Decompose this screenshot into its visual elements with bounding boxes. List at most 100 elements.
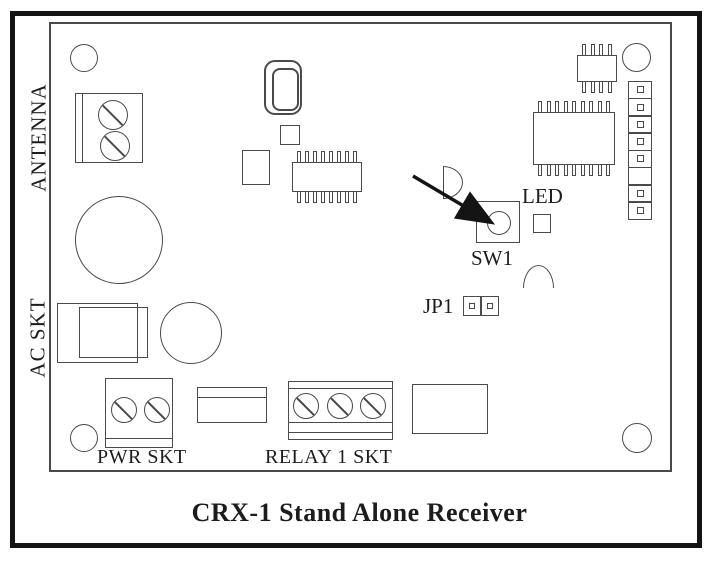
component-pad-small [280, 125, 300, 145]
ic-pin [607, 44, 612, 55]
connector-cell [480, 296, 499, 316]
ic-right [533, 101, 615, 176]
ic-small-pins-top [577, 44, 617, 55]
ic-pin [555, 101, 559, 112]
ac-socket-outer [57, 303, 138, 363]
crystal-inner-outline [272, 68, 299, 111]
ic-pin [582, 82, 586, 93]
ic-pin [305, 192, 309, 203]
ic-center-pins-bottom [292, 192, 362, 203]
large-component-circle [75, 196, 163, 284]
connector-cell [628, 166, 652, 186]
ic-pin [329, 192, 333, 203]
connector-pin-dot [636, 155, 644, 163]
mounting-hole-top-left [70, 44, 98, 72]
mounting-hole-bottom-left [70, 424, 98, 452]
mounting-hole-bottom-right [622, 423, 652, 453]
ic-center [292, 151, 362, 203]
ac-socket-inner [79, 307, 148, 358]
connector-cell [628, 97, 652, 117]
pwr-screw-left [111, 397, 137, 423]
ic-pin [563, 101, 568, 112]
connector-pin-dot [469, 303, 475, 309]
ic-pin [329, 151, 333, 162]
ic-pin [353, 151, 357, 162]
relay-socket-line-top [289, 388, 392, 389]
ic-pin [597, 101, 602, 112]
pwr-socket-block [105, 378, 173, 448]
connector-pin-dot [636, 120, 644, 128]
ac-skt-label: AC SKT [25, 297, 50, 378]
connector-pin-dot [636, 138, 644, 146]
antenna-screw-bottom [100, 131, 130, 161]
relay-screw-2 [327, 393, 353, 419]
ic-pin [597, 165, 602, 176]
pwr-socket-line [106, 438, 172, 439]
ic-center-pins-top [292, 151, 362, 162]
connector-pin-dot [636, 103, 644, 111]
antenna-screw-top [98, 100, 128, 130]
ic-pin [297, 151, 301, 162]
ic-small-body [577, 55, 617, 82]
antenna-label: ANTENNA [26, 83, 51, 192]
connector-pin-dot [636, 207, 644, 215]
connector-cell [628, 149, 652, 169]
ic-right-body [533, 112, 615, 165]
pwr-screw-right [144, 397, 170, 423]
connector-pin-dot [636, 189, 644, 197]
ic-pin [337, 192, 341, 203]
ic-pin [538, 165, 542, 176]
ic-pin [572, 165, 576, 176]
connector-cell [628, 201, 652, 220]
connector-cell [628, 115, 652, 134]
ic-pin [345, 151, 349, 162]
connector-cell [628, 80, 652, 100]
crystal-outline [264, 60, 302, 115]
ic-right-pins-bottom [533, 165, 615, 176]
ic-pin [538, 101, 542, 112]
ic-pin [297, 192, 301, 203]
antenna-terminal-block [75, 93, 143, 163]
ic-small-pins-bottom [577, 82, 617, 93]
ic-pin [555, 165, 559, 176]
ic-pin [607, 82, 612, 93]
ic-right-pins-top [533, 101, 615, 112]
ic-center-body [292, 162, 362, 192]
fuse-line [198, 397, 266, 398]
diagram-title: CRX-1 Stand Alone Receiver [191, 498, 528, 527]
jp1-label: JP1 [423, 294, 454, 318]
connector-pin-dot [486, 303, 493, 309]
ic-pin [353, 192, 357, 203]
relay-socket-block [288, 381, 393, 440]
ic-pin [582, 44, 586, 55]
led-pad [533, 214, 551, 233]
ic-pin [589, 101, 593, 112]
ic-pin [572, 101, 576, 112]
ic-pin [345, 192, 349, 203]
ic-pin [589, 165, 593, 176]
ic-pin [599, 44, 604, 55]
relay-screw-1 [293, 393, 319, 419]
connector-cell [628, 132, 652, 151]
ic-pin [337, 151, 341, 162]
pcb-outline [49, 22, 672, 472]
ic-pin [313, 151, 317, 162]
relay-socket-line-bottom [289, 432, 392, 433]
ic-pin [606, 165, 610, 176]
relay-screw-3 [360, 393, 386, 419]
relay-1-skt-label: RELAY 1 SKT [265, 446, 393, 468]
ic-pin [580, 101, 585, 112]
ic-pin [313, 192, 317, 203]
relay-body [412, 384, 488, 434]
ic-pin [563, 165, 568, 176]
terminal-divider-line [82, 94, 83, 162]
capacitor-circle [160, 302, 222, 364]
relay-socket-line-mid [289, 422, 392, 423]
ic-pin [321, 151, 325, 162]
connector-cell [628, 184, 652, 203]
connector-cell [462, 296, 482, 316]
ic-pin [606, 101, 610, 112]
ic-pin [546, 101, 551, 112]
ic-pin [305, 151, 309, 162]
